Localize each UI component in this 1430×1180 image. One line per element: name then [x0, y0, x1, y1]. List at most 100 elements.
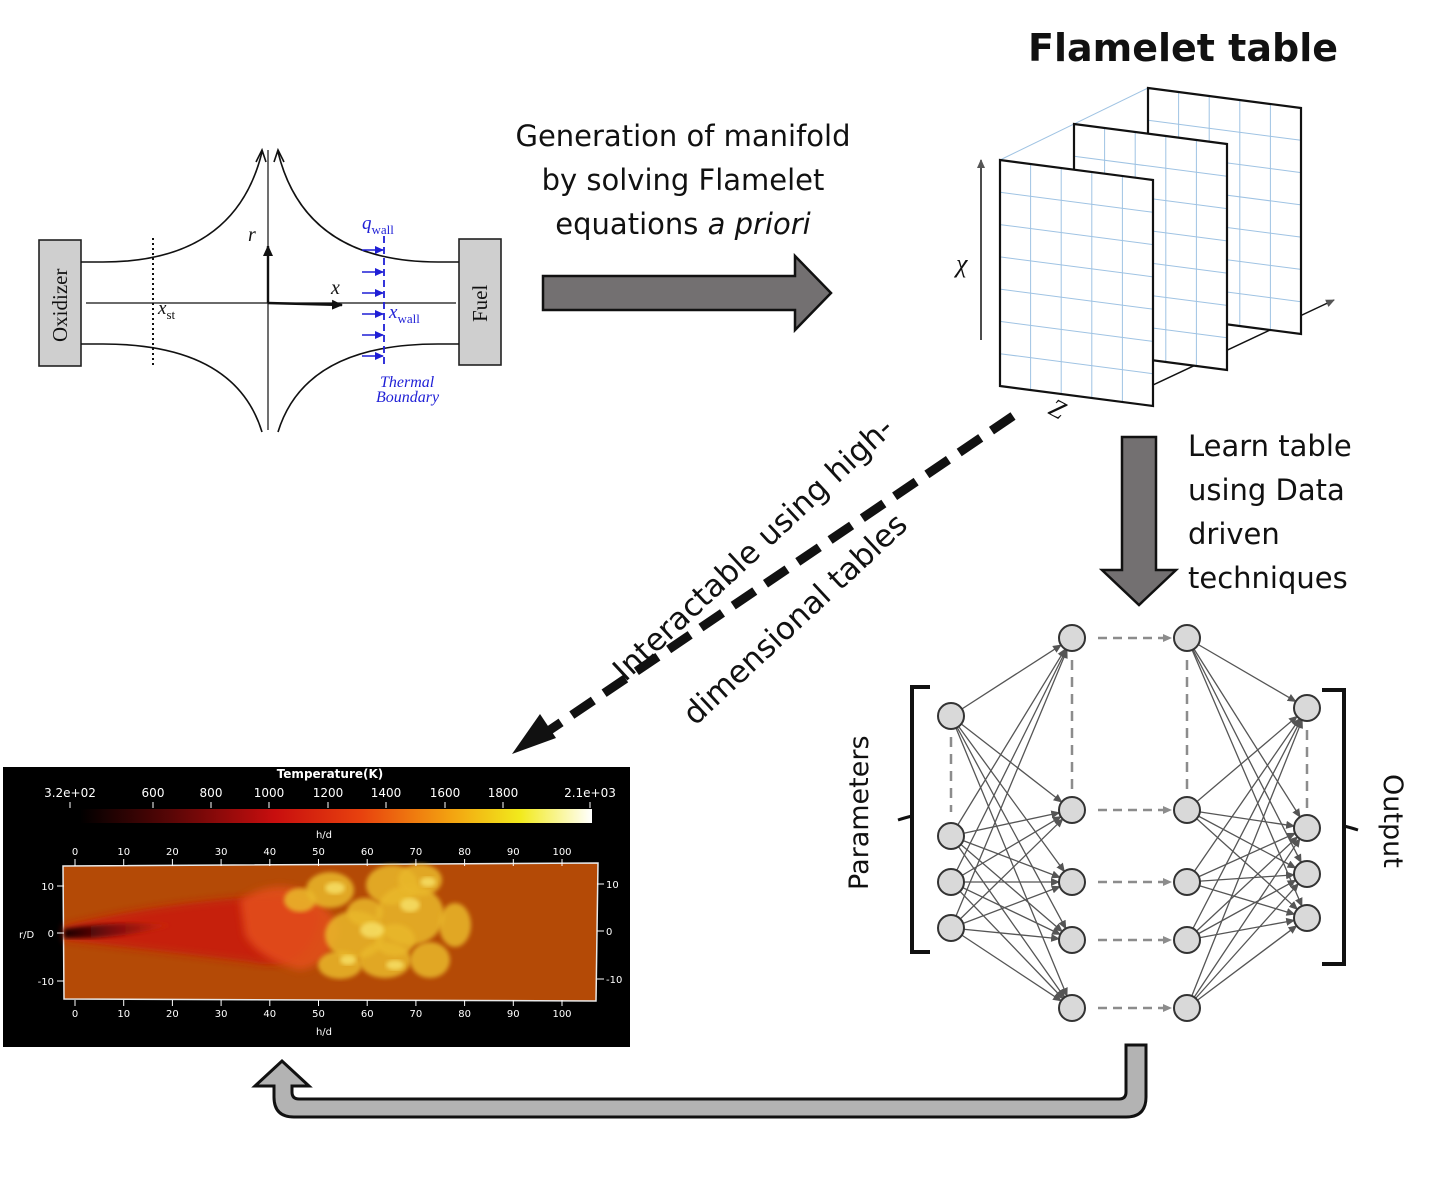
input-node [937, 914, 965, 942]
output-edge [1186, 809, 1297, 869]
output-edge [1186, 837, 1301, 1009]
chi-axis-label: χ [953, 249, 968, 278]
hidden2-node [1173, 868, 1201, 896]
hidden2-node [1173, 624, 1201, 652]
top-x-tick-label: 70 [410, 847, 423, 858]
thermal-label: Thermal [380, 374, 435, 391]
fuel-label: Fuel [468, 285, 492, 323]
x-wall-base: x [388, 302, 398, 323]
input-edge [950, 927, 1062, 1002]
right-y-tick-label: 10 [606, 880, 619, 891]
x-label: x [330, 277, 340, 299]
front-sheet [998, 158, 1155, 408]
input-edge [950, 644, 1062, 717]
parameters-brace-tip [897, 814, 913, 822]
left-y-tick-label: 10 [41, 882, 54, 893]
colorbar-tick-label: 1200 [313, 786, 344, 800]
output-edge [1186, 809, 1299, 910]
streamline-bottom-right [277, 343, 439, 433]
top-x-tick-label: 20 [166, 847, 179, 858]
top-x-tick-label: 10 [117, 847, 130, 858]
x-wall-label: xwall [388, 302, 420, 326]
flame-hot-spot [325, 882, 345, 894]
output-brace-tip [1343, 824, 1359, 832]
left-y-label: r/D [19, 930, 34, 941]
colorbar-tick-label: 3.2e+02 [44, 786, 96, 800]
oxidizer-nozzle [38, 239, 82, 367]
output-edge [1186, 637, 1297, 703]
flame-hot-spot [340, 955, 356, 965]
q-wall-label: qwall [362, 213, 394, 237]
top-x-tick-label: 0 [72, 847, 78, 858]
learn-line-3: driven [1188, 517, 1280, 551]
flame-structure [64, 864, 471, 979]
front-sheet-h-grid [999, 224, 1154, 246]
colorbar-tick-label: 1600 [430, 786, 461, 800]
input-edge [950, 715, 1067, 930]
x-st-base: x [157, 298, 167, 319]
input-edge [950, 927, 1061, 942]
output-edge [1186, 882, 1299, 1009]
flame-eddy [318, 951, 362, 979]
output-node [1293, 694, 1321, 722]
front-sheet-h-grid [999, 256, 1154, 278]
heat-flux-arrows [362, 246, 384, 360]
flamelet-table-graphic [977, 86, 1335, 408]
return-arrow [251, 1043, 1148, 1119]
top-x-tick-label: 90 [507, 847, 520, 858]
x-st-sub: st [166, 307, 175, 322]
input-edge [950, 648, 1067, 883]
hidden2-node [1173, 994, 1201, 1022]
top-x-tick-label: 30 [215, 847, 228, 858]
colorbar-tick-label: 1400 [371, 786, 402, 800]
q-wall-base: q [362, 213, 372, 234]
right-y-tick-label: -10 [606, 975, 622, 986]
orange-mixing-zone [240, 886, 340, 970]
output-node [1293, 860, 1321, 888]
learn-line-2: using Data [1188, 473, 1345, 507]
q-wall-sub: wall [372, 222, 395, 237]
bottom-x-tick-label: 60 [361, 1009, 374, 1020]
bottom-x-tick-label: 20 [166, 1009, 179, 1020]
streamline-arrow-right [273, 147, 285, 163]
output-edge [1186, 809, 1296, 829]
input-edge [950, 835, 1063, 933]
hidden2-node [1173, 796, 1201, 824]
colorbar-tick-label: 1000 [254, 786, 285, 800]
colorbar-tick-label: 2.1e+03 [564, 786, 616, 800]
output-node [1293, 814, 1321, 842]
top-x-tick-label: 60 [361, 847, 374, 858]
top-x-label: h/d [316, 830, 332, 841]
learn-caption: Learn table using Data driven techniques [1188, 424, 1352, 600]
colorbar-tick-label: 600 [142, 786, 165, 800]
output-edge [1186, 719, 1303, 1009]
a-priori-text: a priori [707, 207, 811, 241]
input-edge [950, 885, 1061, 929]
output-edge [1186, 832, 1297, 883]
flame-eddy [410, 942, 450, 978]
colorbar-title: Temperature(K) [277, 767, 384, 781]
input-edge [950, 649, 1068, 929]
diagonal-dashed-line [535, 412, 1016, 742]
hidden2-node [1173, 926, 1201, 954]
boundary-label: Boundary [376, 389, 440, 406]
flame-hot-spot [360, 922, 384, 938]
fuel-nozzle [458, 238, 502, 366]
output-edge [1186, 836, 1299, 941]
output-edge [1186, 917, 1296, 941]
colorbar-tick-label: 800 [200, 786, 223, 800]
flamelet-table-title: Flamelet table [1028, 26, 1338, 70]
top-x-tick-label: 80 [458, 847, 471, 858]
generation-arrow [541, 252, 833, 334]
input-edge [950, 810, 1061, 837]
hidden1-node [1058, 926, 1086, 954]
output-node [1293, 904, 1321, 932]
counterflow-labels: Oxidizer Fuel r x xst qwall xwall Therma… [48, 213, 492, 406]
front-sheet-border [998, 158, 1155, 408]
right-y-tick-label: 0 [606, 927, 612, 938]
depth-axis [1152, 299, 1335, 386]
